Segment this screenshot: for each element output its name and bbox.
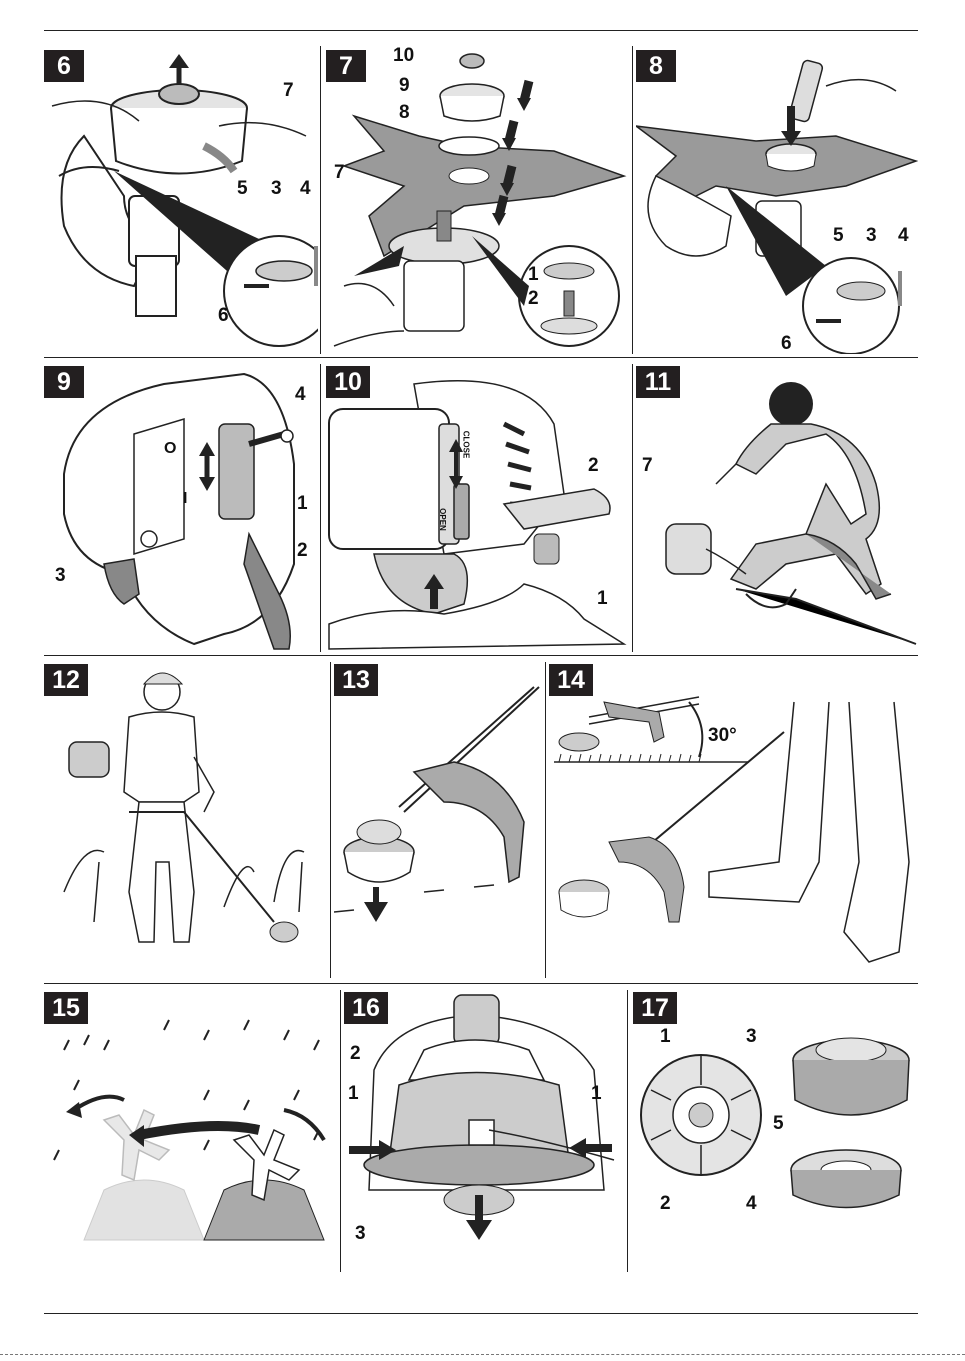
col-divider [545,662,546,978]
figure-number-badge: 16 [344,992,388,1024]
callout-9: 9 [399,75,410,97]
figure-8-illustration [636,46,918,354]
figure-14-illustration [549,662,918,978]
callout-2: 2 [350,1043,361,1065]
figure-11-illustration [636,364,918,652]
col-divider [632,46,633,354]
callout-4: 4 [746,1193,757,1215]
callout-4: 4 [898,225,909,247]
callout-3: 3 [271,178,282,200]
callout-1: 1 [297,493,308,515]
callout-6: 6 [781,333,792,355]
figure-number-badge: 9 [44,366,84,398]
figure-number-badge: 13 [334,664,378,696]
callout-7: 7 [334,162,345,184]
figure-number-badge: 17 [633,992,677,1024]
figure-12-illustration [44,662,328,978]
callout-2: 2 [297,540,308,562]
callout-1: 1 [528,264,539,286]
callout-1: 1 [591,1083,602,1105]
callout-3: 3 [866,225,877,247]
callout-1: 1 [597,588,608,610]
callout-7: 7 [642,455,653,477]
col-divider [320,364,321,652]
callout-3: 3 [746,1026,757,1048]
col-divider [330,662,331,978]
choke-label-open: OPEN [438,508,447,531]
switch-label-off: O [164,440,176,458]
figure-13-illustration [334,662,544,978]
col-divider [627,990,628,1272]
figure-7-illustration [324,46,630,354]
figure-number-badge: 10 [326,366,370,398]
figure-number-badge: 8 [636,50,676,82]
callout-5: 5 [833,225,844,247]
callout-5: 5 [773,1113,784,1135]
row-divider-1 [44,357,918,358]
callout-2: 2 [588,455,599,477]
col-divider [340,990,341,1272]
col-divider [632,364,633,652]
choke-label-close: CLOSE [461,431,470,459]
callout-1: 1 [348,1083,359,1105]
callout-3: 3 [55,565,66,587]
callout-4: 4 [295,384,306,406]
figure-number-badge: 11 [636,366,680,398]
figure-10-illustration [324,364,630,652]
row-divider-2 [44,655,918,656]
callout-8: 8 [399,102,410,124]
figure-number-badge: 15 [44,992,88,1024]
figure-16-illustration [344,990,625,1272]
figure-9-illustration [44,364,318,652]
callout-7: 7 [283,80,294,102]
top-rule [44,30,918,31]
figure-6-illustration [44,46,318,354]
callout-6: 6 [218,305,229,327]
figure-15-illustration [44,990,338,1272]
figure-number-badge: 6 [44,50,84,82]
figure-number-badge: 7 [326,50,366,82]
page-cut-line [0,1354,965,1361]
row-divider-3 [44,983,918,984]
callout-3: 3 [355,1223,366,1245]
callout-4: 4 [300,178,311,200]
callout-1: 1 [660,1026,671,1048]
callout-2: 2 [528,288,539,310]
angle-label: 30° [708,725,737,747]
callout-5: 5 [237,178,248,200]
callout-2: 2 [660,1193,671,1215]
figure-number-badge: 12 [44,664,88,696]
col-divider [320,46,321,354]
bottom-rule [44,1313,918,1314]
switch-label-on: I [183,490,187,508]
figure-number-badge: 14 [549,664,593,696]
callout-10: 10 [393,45,414,67]
